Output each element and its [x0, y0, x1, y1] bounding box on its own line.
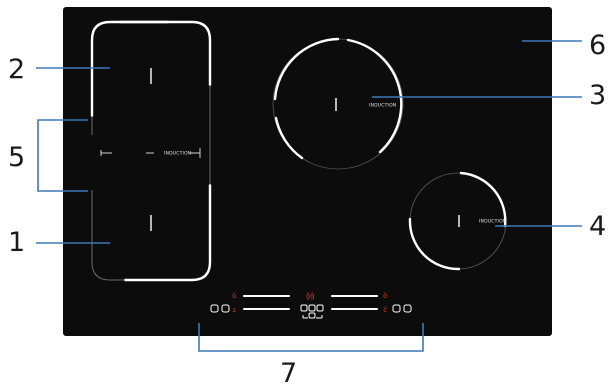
callout-3: 3 — [589, 80, 606, 111]
lock-button-left — [221, 304, 230, 313]
control-indicator-left-top: ö — [232, 292, 236, 300]
flex-zone-left-lower — [91, 190, 125, 281]
callout-7: 7 — [280, 358, 297, 385]
zone-4-ring — [459, 171, 507, 228]
callout-2: 2 — [8, 54, 25, 85]
zone-4-label: INDUCTION — [479, 219, 506, 225]
callout-4: 4 — [589, 211, 606, 242]
callout-6: 6 — [589, 30, 606, 61]
leader-bracket-5 — [37, 119, 88, 192]
flex-zone-divider — [100, 148, 201, 158]
zone-3-ring-right — [346, 38, 403, 154]
control-indicator-right-bottom: ĉ — [383, 306, 387, 314]
zone-4-ring-left — [408, 217, 461, 271]
power-button-left — [210, 304, 219, 313]
control-panel: ö ı ö ĉ ĝĝ — [210, 292, 412, 319]
timer-display: ĝĝ — [306, 292, 314, 300]
zone-3-ring-bottom — [274, 116, 304, 160]
flex-zone-outline-right — [123, 183, 212, 282]
leader-bracket-7 — [198, 323, 424, 352]
control-indicator-right-top: ö — [383, 292, 387, 300]
flex-zone-label: INDUCTION — [164, 151, 191, 157]
callout-1: 1 — [8, 227, 25, 258]
center-buttons — [300, 304, 324, 319]
zone-3-ring — [273, 37, 340, 101]
lock-button-right — [392, 304, 401, 313]
power-button-right — [403, 304, 412, 313]
cooktop-surface — [63, 7, 552, 336]
control-indicator-left-bottom: ı — [232, 306, 236, 314]
callout-5: 5 — [8, 142, 25, 173]
zone-3-label: INDUCTION — [369, 103, 396, 109]
